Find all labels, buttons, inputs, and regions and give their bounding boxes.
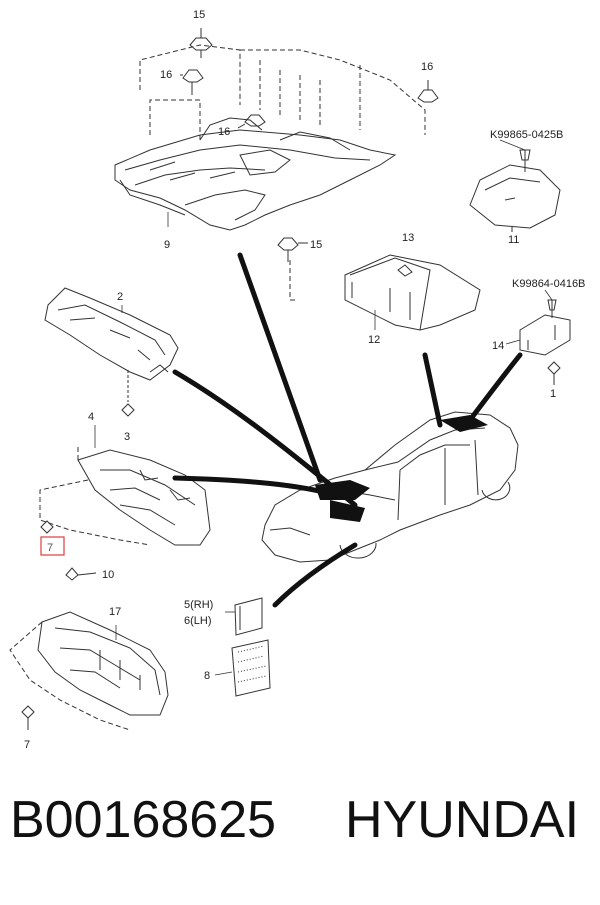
insulator-part-12 <box>344 254 481 331</box>
bolt-part-10 <box>65 567 97 581</box>
callout-k99865: K99865-0425B <box>490 129 563 141</box>
callout-16-b: 16 <box>218 126 230 138</box>
callout-16-c: 16 <box>421 61 433 73</box>
clip-16-b <box>237 114 266 129</box>
dash-insulator-outline <box>39 445 151 546</box>
callout-1: 1 <box>550 388 556 400</box>
highlight-box-part-7 <box>40 536 65 556</box>
callout-4: 4 <box>88 411 94 423</box>
car-highlight-rear <box>440 415 488 432</box>
pad-part-11 <box>469 149 561 232</box>
part-number: B00168625 <box>10 791 277 849</box>
car-highlight-dash <box>330 500 365 522</box>
pad-part-8 <box>231 639 271 697</box>
callout-9: 9 <box>164 239 170 251</box>
floor-carpet-part <box>114 117 397 231</box>
cowl-insulator-part-2 <box>44 287 179 381</box>
parts-diagram: 15 16 16 16 9 15 K99865-0425B 11 13 12 K… <box>9 9 585 751</box>
callout-8: 8 <box>204 670 210 682</box>
callout-3: 3 <box>124 431 130 443</box>
callout-12: 12 <box>368 334 380 346</box>
brand-name: HYUNDAI <box>345 791 580 849</box>
callout-15-top: 15 <box>193 9 205 21</box>
callout-leaders <box>94 139 553 676</box>
clip-16-a <box>180 69 204 95</box>
leader-lines <box>172 252 523 608</box>
callout-14: 14 <box>492 340 504 352</box>
car-illustration <box>261 411 519 563</box>
callout-16-a: 16 <box>160 69 172 81</box>
callout-7-lower: 7 <box>24 739 30 751</box>
bracket-part-14 <box>519 299 571 385</box>
nut-part-3 <box>121 403 135 417</box>
callout-17: 17 <box>109 606 121 618</box>
callout-15-bottom: 15 <box>310 239 322 251</box>
nut-part-7-lower <box>21 705 35 730</box>
dash-panel-outline <box>9 621 131 731</box>
clip-15-top <box>189 28 213 58</box>
footer-caption: B00168625 HYUNDAI <box>0 790 600 870</box>
pad-part-5-6 <box>234 597 263 636</box>
callout-6-lh: 6(LH) <box>184 615 212 627</box>
callout-13: 13 <box>402 232 414 244</box>
floor-carpet-outline <box>139 44 426 301</box>
callout-7-upper: 7 <box>47 542 53 554</box>
dash-panel-part-17 <box>37 611 169 716</box>
callout-10: 10 <box>102 569 114 581</box>
callout-11: 11 <box>508 234 519 246</box>
clip-15-bottom <box>277 237 308 262</box>
callout-k99864: K99864-0416B <box>512 278 585 290</box>
callout-2: 2 <box>117 291 123 303</box>
clip-16-c <box>417 80 439 103</box>
callout-5-rh: 5(RH) <box>184 599 213 611</box>
nut-part-7-upper <box>40 520 54 534</box>
dash-insulator-part-4 <box>77 449 211 546</box>
callout-labels: 15 16 16 16 9 15 K99865-0425B 11 13 12 K… <box>24 9 585 751</box>
